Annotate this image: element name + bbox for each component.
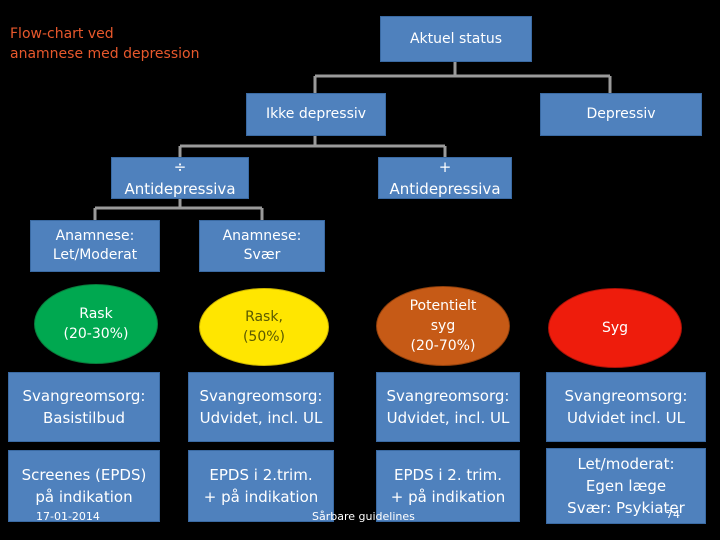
oval-rask-20-30: Rask (20-30%)	[34, 284, 158, 364]
node-svangreomsorg-udvidet-2: Svangreomsorg: Udvidet, incl. UL	[376, 372, 520, 442]
footer-source: Sårbare guidelines	[312, 510, 415, 523]
node-let-moderat: Let/moderat: Egen læge Svær: Psykiater	[546, 448, 706, 524]
node-depressiv: Depressiv	[540, 93, 702, 136]
node-svangreomsorg-basis: Svangreomsorg: Basistilbud	[8, 372, 160, 442]
node-aktuel-status: Aktuel status	[380, 16, 532, 62]
footer-page-number: 74	[666, 508, 680, 521]
node-epds-2: EPDS i 2. trim. + på indikation	[376, 450, 520, 522]
oval-potentielt-syg: Potentielt syg (20-70%)	[376, 286, 510, 366]
oval-rask-50: Rask, (50%)	[199, 288, 329, 366]
node-anamnese-svaer: Anamnese: Svær	[199, 220, 325, 272]
node-screenes: Screenes (EPDS) på indikation	[8, 450, 160, 522]
title-line-2: anamnese med depression	[10, 46, 200, 62]
node-svangreomsorg-udvidet-3: Svangreomsorg: Udvidet incl. UL	[546, 372, 706, 442]
node-minus-antidepressiva: ÷ Antidepressiva	[111, 157, 249, 199]
node-epds-1: EPDS i 2.trim. + på indikation	[188, 450, 334, 522]
node-plus-antidepressiva: + Antidepressiva	[378, 157, 512, 199]
title-line-1: Flow-chart ved	[10, 26, 114, 42]
connector-ikke-split	[178, 136, 447, 157]
node-ikke-depressiv: Ikke depressiv	[246, 93, 386, 136]
footer-date: 17-01-2014	[36, 510, 100, 523]
node-svangreomsorg-udvidet-1: Svangreomsorg: Udvidet, incl. UL	[188, 372, 334, 442]
oval-syg: Syg	[548, 288, 682, 368]
page-title: Flow-chart ved anamnese med depression	[10, 24, 199, 64]
connector-minus-split	[93, 199, 264, 220]
connector-status-split	[313, 62, 612, 93]
node-anamnese-let-moderat: Anamnese: Let/Moderat	[30, 220, 160, 272]
